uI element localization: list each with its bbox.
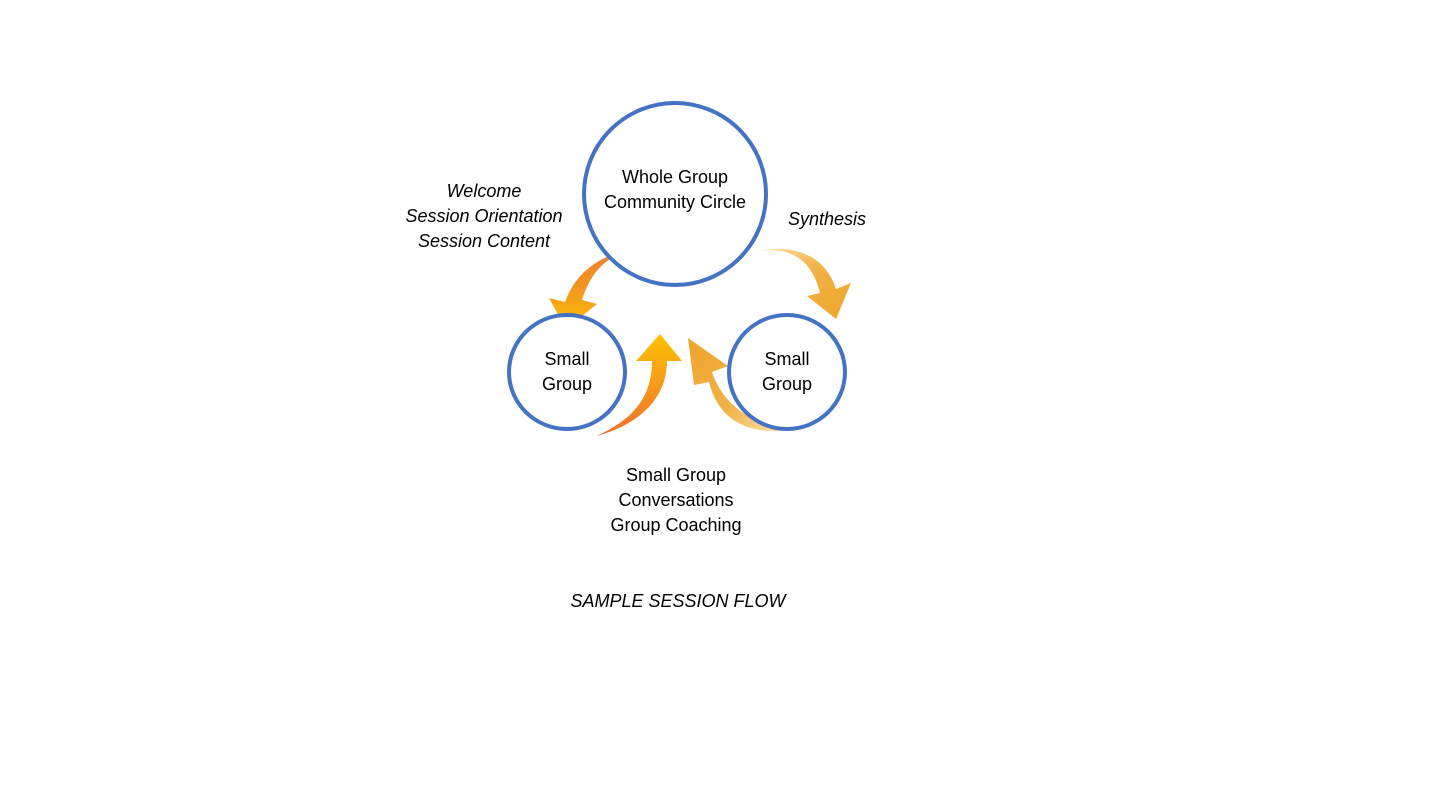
- small-group-left-circle: Small Group: [507, 313, 627, 431]
- session-content-line: Session Content: [417, 231, 551, 251]
- diagram-title-text: SAMPLE SESSION FLOW: [570, 591, 786, 611]
- diagram-title: SAMPLE SESSION FLOW: [528, 589, 828, 614]
- arrow-left-small-up: [596, 334, 682, 436]
- synthesis-line: Synthesis: [787, 209, 867, 229]
- small-group-left-label-line1: Small: [544, 349, 590, 369]
- whole-group-circle: Whole Group Community Circle: [582, 101, 768, 287]
- whole-group-label-line1: Whole Group: [621, 167, 729, 187]
- welcome-line: Welcome: [446, 181, 522, 201]
- conversations-line: Conversations: [618, 490, 734, 510]
- welcome-step-label: Welcome Session Orientation Session Cont…: [384, 179, 584, 254]
- arrow-right-small-up: [688, 338, 782, 432]
- small-group-left-label-line2: Group: [541, 374, 593, 394]
- small-group-right-circle: Small Group: [727, 313, 847, 431]
- conversations-step-label: Small Group Conversations Group Coaching: [576, 463, 776, 538]
- group-coaching-line: Group Coaching: [610, 515, 742, 535]
- small-group-right-label-line1: Small: [764, 349, 810, 369]
- whole-group-label-line2: Community Circle: [603, 192, 747, 212]
- arrow-whole-to-left-small: [549, 248, 638, 329]
- small-group-right-label-line2: Group: [761, 374, 813, 394]
- small-group-line: Small Group: [625, 465, 727, 485]
- arrow-whole-to-right-small: [752, 249, 851, 319]
- synthesis-step-label: Synthesis: [777, 207, 877, 232]
- session-orientation-line: Session Orientation: [405, 206, 563, 226]
